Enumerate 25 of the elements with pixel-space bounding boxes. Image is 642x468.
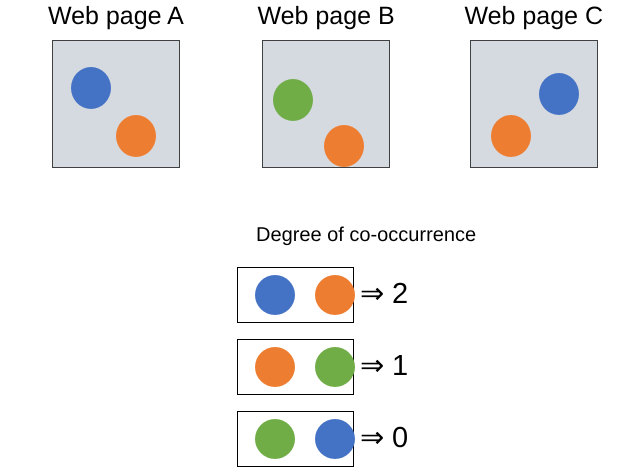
circle-marker (255, 275, 295, 315)
circle-marker (491, 115, 531, 157)
circle-marker (315, 275, 355, 315)
web-page-box (470, 40, 598, 168)
circle-marker (116, 115, 156, 157)
circle-marker (315, 347, 355, 387)
page-heading: Web page C (464, 2, 604, 31)
circle-marker (255, 419, 295, 459)
section-heading: Degree of co-occurrence (256, 224, 476, 247)
circle-marker (539, 73, 579, 115)
pair-box (237, 411, 354, 467)
pair-box (237, 339, 354, 395)
degree-value: ⇒ 0 (360, 421, 408, 455)
page-heading: Web page B (258, 2, 395, 31)
degree-value: ⇒ 2 (360, 277, 408, 311)
pair-box (237, 267, 354, 323)
circle-marker (324, 125, 364, 167)
page-heading: Web page A (48, 2, 184, 31)
circle-marker (315, 419, 355, 459)
circle-marker (273, 79, 313, 121)
degree-value: ⇒ 1 (360, 349, 408, 383)
web-page-box (52, 40, 180, 168)
web-page-box (262, 40, 390, 168)
circle-marker (255, 347, 295, 387)
circle-marker (71, 67, 111, 109)
